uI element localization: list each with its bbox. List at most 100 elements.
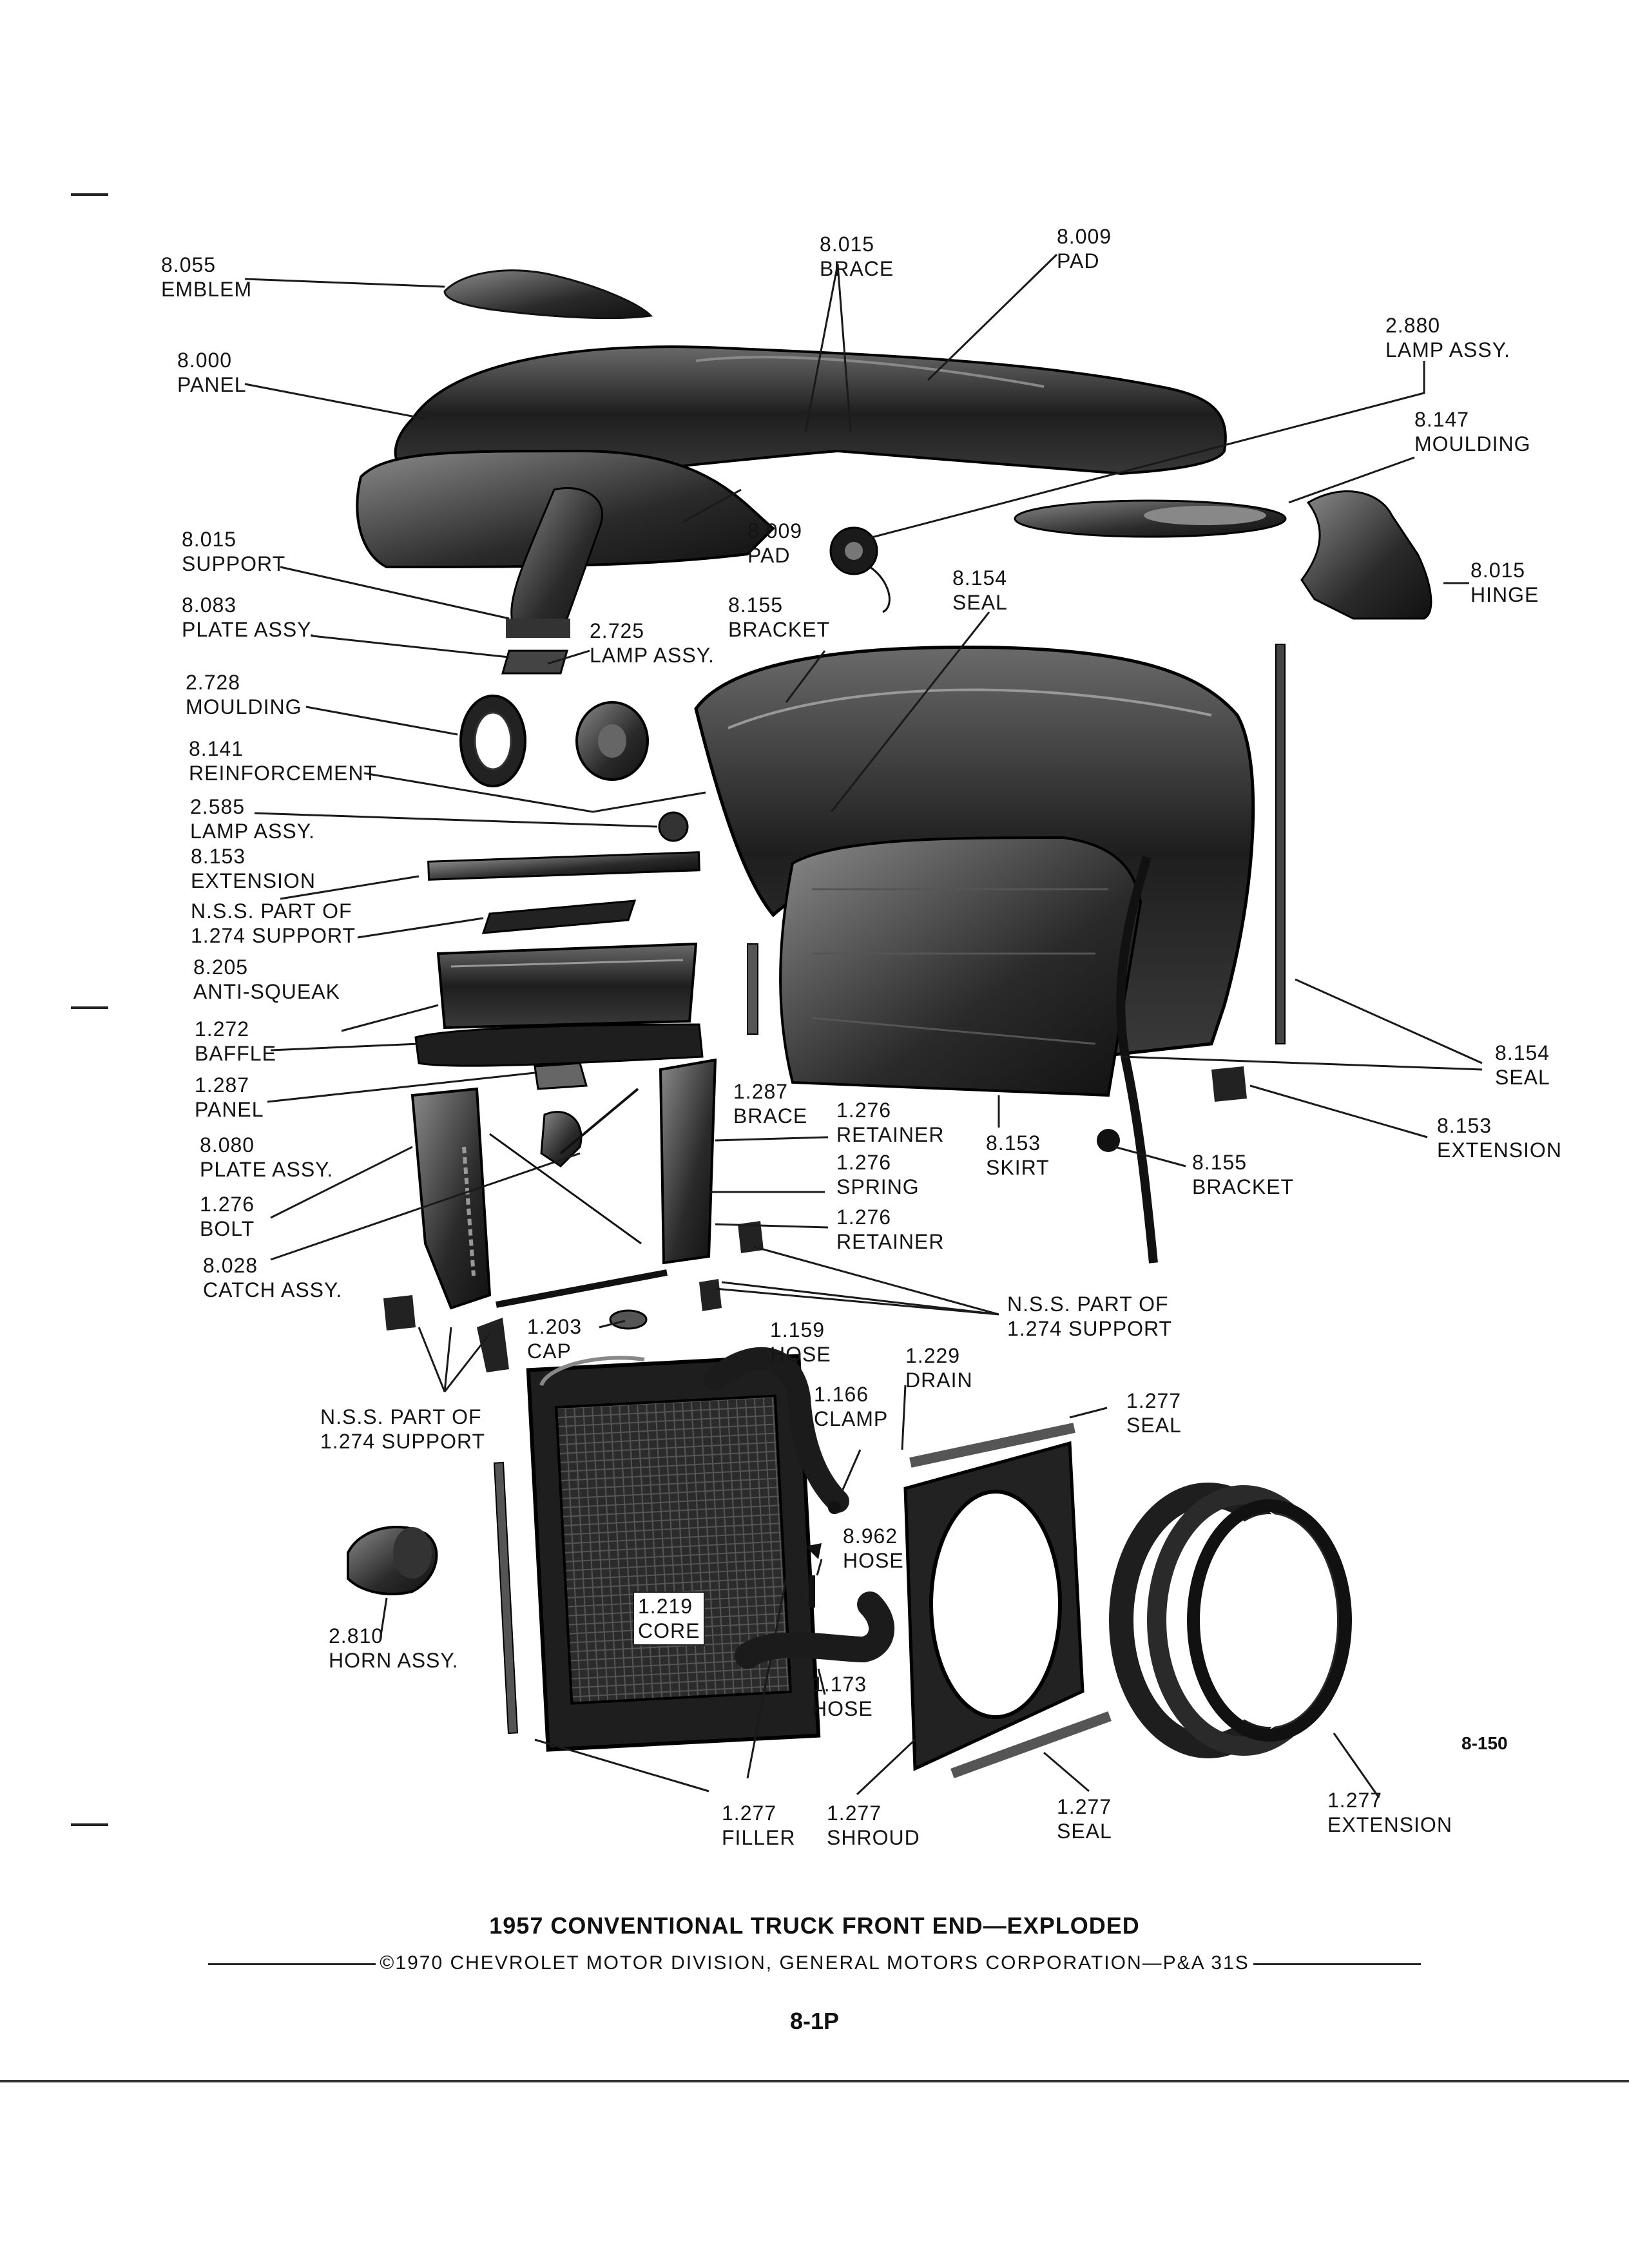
callout-name: EXTENSION — [1327, 1813, 1452, 1836]
callout-name: SEAL — [952, 591, 1008, 614]
seal-1277-bottom-part — [950, 1711, 1112, 1778]
callout-number: 8.083 — [182, 593, 237, 617]
tie-bar-part — [496, 1269, 668, 1308]
catch-part — [489, 1088, 642, 1245]
leader-lines — [244, 253, 1483, 1798]
callout-name: BRACKET — [728, 618, 831, 641]
extension-small-part — [1211, 1066, 1247, 1102]
callout-number: 1.276 — [836, 1099, 892, 1122]
hose-1173-part — [735, 1591, 894, 1669]
callout-name: PAD — [747, 544, 791, 567]
callout-name: HOSE — [843, 1549, 904, 1572]
callout-number: 2.725 — [590, 619, 645, 642]
callout-name: BAFFLE — [195, 1042, 276, 1065]
callout-number: 8.015 — [1470, 559, 1526, 582]
callout-number: 8.080 — [200, 1133, 255, 1157]
callout-number: N.S.S. PART OF — [1007, 1293, 1169, 1316]
skirt-part — [779, 836, 1142, 1097]
callout-number: 1.277 — [827, 1802, 882, 1825]
callout-number: 8.154 — [952, 566, 1008, 590]
callout-number: 8.015 — [182, 528, 237, 551]
callout-number: 8.962 — [843, 1524, 898, 1548]
callout-name: BRACKET — [1192, 1175, 1295, 1198]
callout-name: HOSE — [812, 1697, 873, 1720]
brace-1287-part — [747, 943, 758, 1035]
figure-code: 8-150 — [1461, 1733, 1508, 1753]
moulding-8147-part — [1014, 499, 1287, 538]
callout-number: 1.287 — [195, 1073, 250, 1097]
right-support-part — [659, 1058, 717, 1265]
callout-name: PLATE ASSY. — [200, 1158, 334, 1181]
hose-8962-part — [809, 1575, 815, 1608]
callout-name: PLATE ASSY. — [182, 618, 316, 641]
callout-name: SEAL — [1126, 1414, 1182, 1437]
callout-number: 2.810 — [329, 1624, 384, 1648]
callout-name: EXTENSION — [191, 869, 316, 892]
hose-1159-part — [704, 1347, 849, 1513]
callout-name: CORE — [638, 1619, 700, 1642]
extension-bar-part — [427, 851, 700, 881]
callout-name: SEAL — [1057, 1820, 1112, 1843]
callout-number: 1.277 — [1126, 1389, 1182, 1412]
callout-name: RETAINER — [836, 1123, 945, 1146]
cap-part — [609, 1309, 648, 1330]
margin-mark-middle — [71, 1006, 108, 1009]
callout-number: 1.277 — [1057, 1795, 1112, 1818]
callout-number: 1.276 — [200, 1193, 255, 1216]
callout-number: 8.009 — [1057, 225, 1112, 248]
callout-name: EMBLEM — [161, 278, 253, 301]
callout-name: SEAL — [1495, 1066, 1550, 1089]
callout-number: 1.276 — [836, 1206, 892, 1229]
filler-part — [493, 1461, 519, 1735]
callout-number: 1.229 — [905, 1344, 961, 1367]
callout-name: DRAIN — [905, 1369, 973, 1392]
rule-left — [208, 1963, 376, 1965]
headlamp-moulding-part — [459, 695, 526, 787]
callout-name: FILLER — [722, 1826, 796, 1849]
small-brackets-part — [383, 1221, 764, 1372]
plate-8080-part — [534, 1062, 588, 1090]
callout-number: 8.153 — [191, 845, 246, 868]
callout-name: HINGE — [1470, 583, 1539, 606]
callout-number: 8.154 — [1495, 1041, 1550, 1064]
callout-name: REINFORCEMENT — [189, 762, 378, 785]
radiator-part — [526, 1354, 821, 1752]
callout-name: CATCH ASSY. — [203, 1278, 343, 1302]
callout-number: 8.009 — [747, 519, 803, 543]
callout-number: N.S.S. PART OF — [320, 1405, 482, 1428]
callout-number: 1.276 — [836, 1151, 892, 1174]
page-number: 8-1P — [789, 2008, 840, 2034]
callout-number: 1.166 — [814, 1383, 869, 1406]
copyright-line: ©1970 CHEVROLET MOTOR DIVISION, GENERAL … — [0, 1952, 1629, 1974]
callout-name: LAMP ASSY. — [190, 820, 315, 843]
clamp-part — [828, 1501, 841, 1514]
callout-name: LAMP ASSY. — [1385, 338, 1510, 361]
callout-number: 1.159 — [770, 1318, 825, 1341]
margin-mark-bottom — [71, 1823, 108, 1826]
drain-part — [805, 1543, 822, 1559]
callout-number: 1.287 — [733, 1080, 789, 1103]
